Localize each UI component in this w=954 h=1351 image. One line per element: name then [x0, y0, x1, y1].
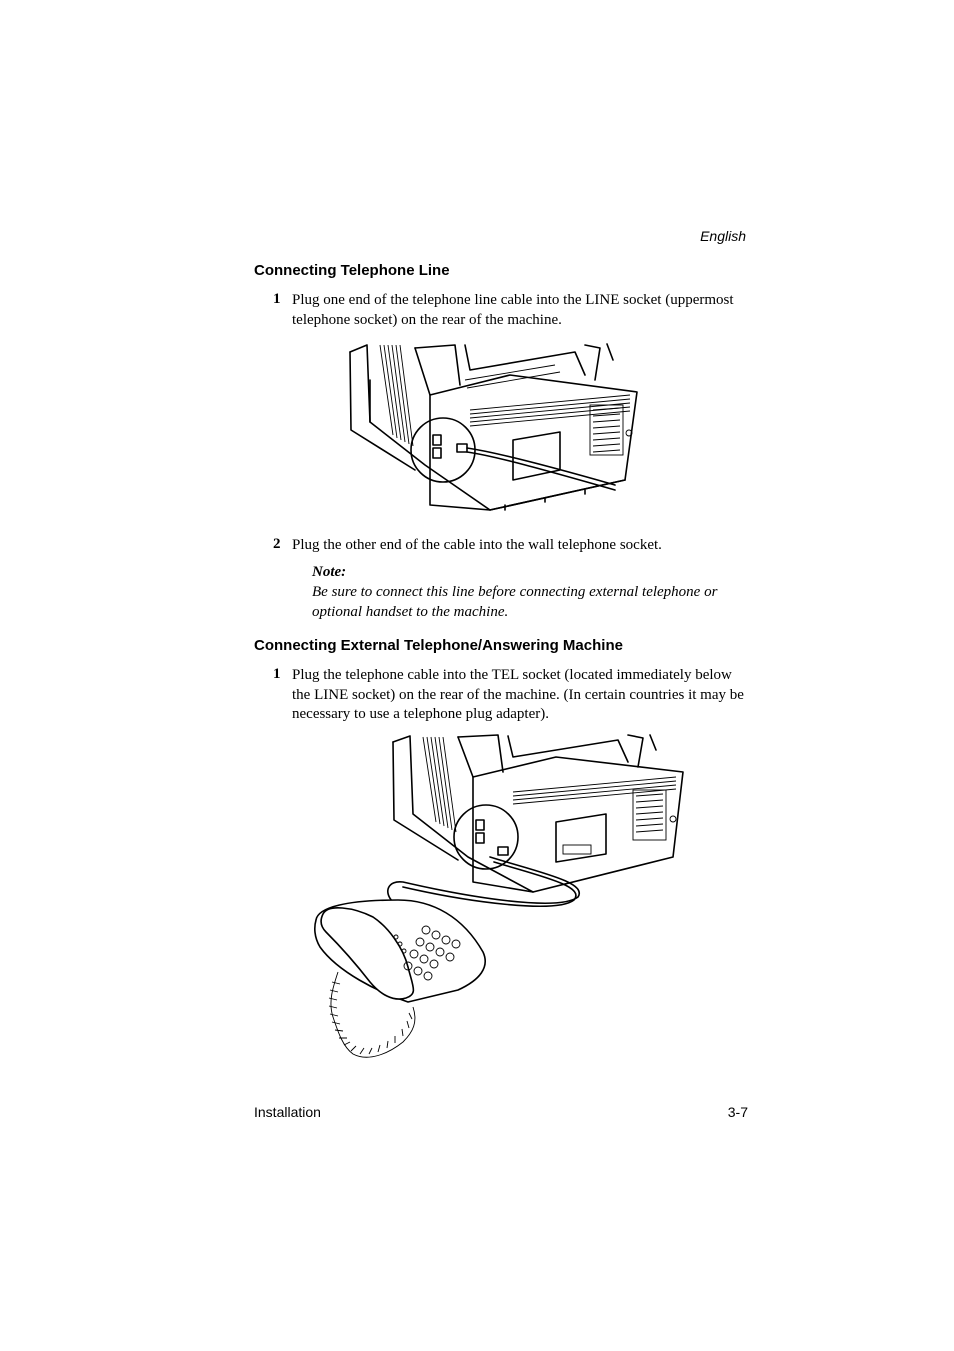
external-telephone-illustration [314, 734, 684, 1058]
step-text: Plug the other end of the cable into the… [292, 537, 662, 553]
step-number: 2 [273, 536, 281, 552]
section-heading-external-telephone: Connecting External Telephone/Answering … [254, 637, 623, 654]
step-text: Plug one end of the telephone line cable… [292, 292, 734, 328]
section-heading-telephone-line: Connecting Telephone Line [254, 262, 450, 279]
step-number: 1 [273, 666, 281, 682]
footer-page-number: 3-7 [727, 1104, 748, 1120]
note-label: Note: [312, 564, 347, 580]
step-number: 1 [273, 291, 281, 307]
footer-section: Installation [254, 1104, 321, 1120]
language-label: English [700, 228, 746, 244]
step-text: Plug the telephone cable into the TEL so… [292, 667, 744, 722]
note-text: Be sure to connect this line before conn… [312, 584, 718, 620]
fax-line-connection-illustration [349, 343, 638, 511]
